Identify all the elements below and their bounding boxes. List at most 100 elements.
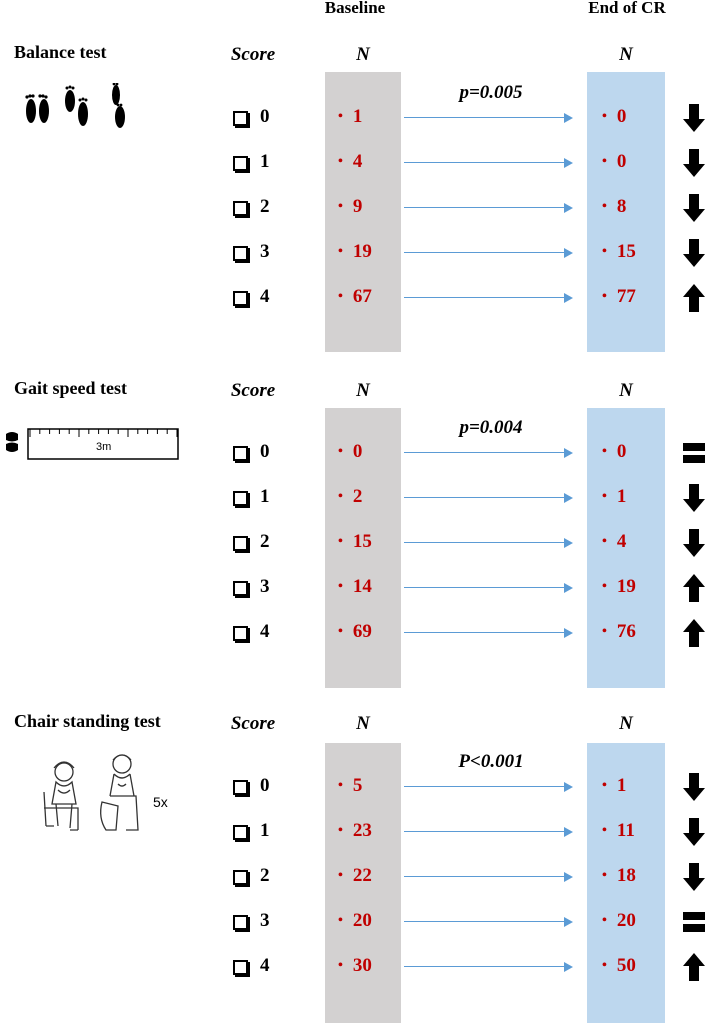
score-checkbox[interactable] bbox=[233, 626, 248, 641]
baseline-count: 5 bbox=[352, 775, 363, 796]
score-checkbox[interactable] bbox=[233, 780, 248, 795]
arrow-head-icon bbox=[564, 538, 573, 548]
score-checkbox[interactable] bbox=[233, 156, 248, 171]
end-column bbox=[587, 72, 665, 352]
score-header: Score bbox=[230, 380, 276, 401]
score-checkbox[interactable] bbox=[233, 870, 248, 885]
arrow-head-icon bbox=[564, 448, 573, 458]
score-value: 3 bbox=[260, 576, 270, 597]
score-checkbox[interactable] bbox=[233, 246, 248, 261]
baseline-count: 15 bbox=[352, 531, 372, 552]
transition-arrow-line bbox=[404, 207, 568, 208]
bullet-icon: • bbox=[602, 154, 607, 169]
score-checkbox[interactable] bbox=[233, 960, 248, 975]
end-count: 4 bbox=[616, 531, 627, 552]
baseline-column bbox=[325, 408, 401, 688]
table-row: 4•67•77 bbox=[0, 283, 708, 313]
transition-arrow-line bbox=[404, 162, 568, 163]
baseline-value: •30 bbox=[338, 955, 372, 977]
baseline-value: •4 bbox=[338, 151, 362, 173]
baseline-count: 67 bbox=[352, 286, 372, 307]
bullet-icon: • bbox=[338, 534, 343, 549]
up-arrow-icon bbox=[682, 952, 706, 982]
baseline-count: 14 bbox=[352, 576, 372, 597]
end-value: •11 bbox=[602, 820, 635, 842]
end-value: •4 bbox=[602, 531, 626, 553]
end-column bbox=[587, 743, 665, 1023]
end-count: 18 bbox=[616, 865, 636, 886]
table-row: 1•4•0 bbox=[0, 148, 708, 178]
baseline-count: 4 bbox=[352, 151, 363, 172]
score-checkbox[interactable] bbox=[233, 915, 248, 930]
baseline-value: •5 bbox=[338, 775, 362, 797]
baseline-value: • 14 bbox=[338, 576, 372, 598]
baseline-count: 2 bbox=[352, 486, 363, 507]
transition-arrow-line bbox=[404, 921, 568, 922]
bullet-icon: • bbox=[338, 579, 343, 594]
baseline-value: •9 bbox=[338, 196, 362, 218]
bullet-icon: • bbox=[602, 199, 607, 214]
arrow-head-icon bbox=[564, 827, 573, 837]
bullet-icon: • bbox=[602, 579, 607, 594]
down-arrow-icon bbox=[682, 772, 706, 802]
arrow-head-icon bbox=[564, 158, 573, 168]
down-arrow-icon bbox=[682, 483, 706, 513]
bullet-icon: • bbox=[338, 489, 343, 504]
bullet-icon: • bbox=[602, 489, 607, 504]
end-value: •8 bbox=[602, 196, 626, 218]
baseline-count: 69 bbox=[352, 621, 372, 642]
score-checkbox[interactable] bbox=[233, 536, 248, 551]
baseline-value: • 67 bbox=[338, 286, 372, 308]
bullet-icon: • bbox=[602, 958, 607, 973]
arrow-head-icon bbox=[564, 493, 573, 503]
baseline-count: 0 bbox=[352, 441, 363, 462]
bullet-icon: • bbox=[338, 289, 343, 304]
bullet-icon: • bbox=[602, 244, 607, 259]
score-checkbox[interactable] bbox=[233, 446, 248, 461]
baseline-column bbox=[325, 743, 401, 1023]
score-value: 0 bbox=[260, 106, 270, 127]
table-row: 0•0•0 bbox=[0, 438, 708, 468]
score-checkbox[interactable] bbox=[233, 201, 248, 216]
arrow-head-icon bbox=[564, 583, 573, 593]
arrow-head-icon bbox=[564, 628, 573, 638]
bullet-icon: • bbox=[602, 534, 607, 549]
table-row: 3•20•20 bbox=[0, 907, 708, 937]
arrow-head-icon bbox=[564, 917, 573, 927]
p-value: p=0.005 bbox=[459, 82, 523, 103]
score-value: 1 bbox=[260, 820, 270, 841]
table-row: 3 • 14 • 19 bbox=[0, 573, 708, 603]
score-checkbox[interactable] bbox=[233, 825, 248, 840]
table-row: 2 •9 •8 bbox=[0, 193, 708, 223]
score-value: 2 bbox=[260, 865, 270, 886]
baseline-value: •23 bbox=[338, 820, 372, 842]
score-value: 0 bbox=[260, 441, 270, 462]
p-value: p=0.004 bbox=[459, 417, 523, 438]
table-row: 4•69•76 bbox=[0, 618, 708, 648]
section-title: Balance test bbox=[14, 42, 107, 62]
end-count: 1 bbox=[616, 486, 627, 507]
baseline-n-header: N bbox=[356, 44, 370, 65]
score-value: 2 bbox=[260, 196, 270, 217]
end-count: 19 bbox=[616, 576, 636, 597]
end-count: 0 bbox=[616, 441, 627, 462]
table-row: 0•1•0 bbox=[0, 103, 708, 133]
end-value: •0 bbox=[602, 151, 626, 173]
score-checkbox[interactable] bbox=[233, 291, 248, 306]
end-value: •18 bbox=[602, 865, 636, 887]
score-value: 1 bbox=[260, 486, 270, 507]
score-value: 3 bbox=[260, 910, 270, 931]
score-checkbox[interactable] bbox=[233, 581, 248, 596]
bullet-icon: • bbox=[338, 154, 343, 169]
end-value: •50 bbox=[602, 955, 636, 977]
score-checkbox[interactable] bbox=[233, 111, 248, 126]
table-row: 2•15•4 bbox=[0, 528, 708, 558]
end-count: 0 bbox=[616, 106, 627, 127]
bullet-icon: • bbox=[338, 778, 343, 793]
score-checkbox[interactable] bbox=[233, 491, 248, 506]
baseline-value: •1 bbox=[338, 106, 362, 128]
transition-arrow-line bbox=[404, 497, 568, 498]
score-value: 4 bbox=[260, 955, 270, 976]
score-value: 1 bbox=[260, 151, 270, 172]
end-column bbox=[587, 408, 665, 688]
